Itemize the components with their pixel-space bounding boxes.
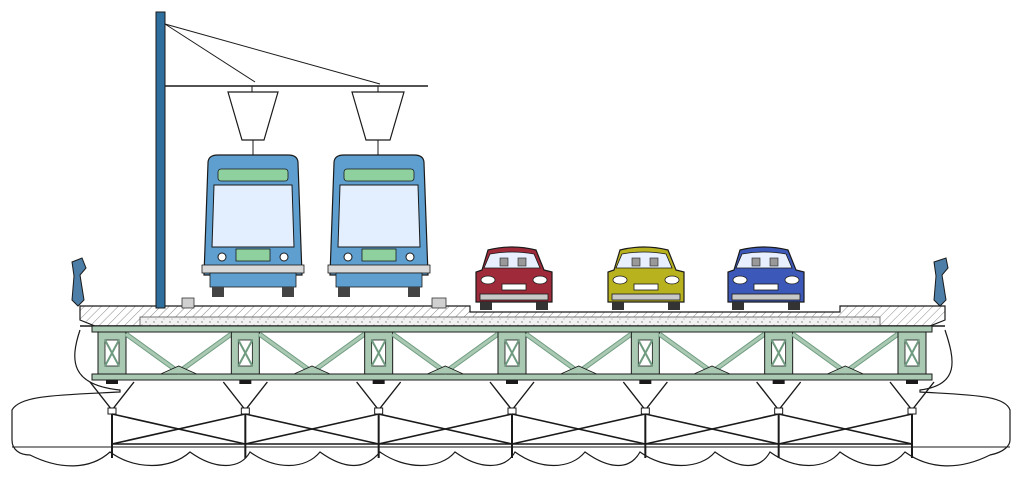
overhead-line-pole (155, 11, 428, 309)
left-railing (71, 257, 87, 307)
lower-bracing (89, 380, 935, 458)
outer-outline (11, 329, 1011, 467)
pantograph-right (351, 86, 405, 155)
tram-left (201, 154, 305, 297)
olive-car (607, 246, 685, 310)
rail-block (431, 297, 447, 309)
truss-girder (91, 325, 933, 381)
blue-car (727, 246, 805, 310)
right-railing (933, 257, 949, 307)
pantograph-left (227, 86, 279, 155)
truss-post (497, 331, 527, 375)
road-surface (139, 316, 881, 327)
red-car (475, 246, 553, 310)
tram-right (327, 154, 431, 297)
